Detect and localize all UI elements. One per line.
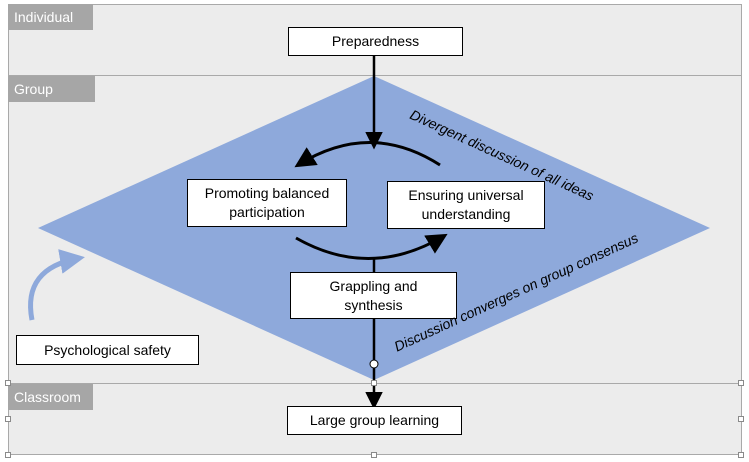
cycle-arrow-top xyxy=(294,141,441,168)
connector-dot xyxy=(369,359,379,369)
individual-label: Individual xyxy=(8,4,93,30)
classroom-label: Classroom xyxy=(8,384,93,410)
resize-handle-bm[interactable] xyxy=(371,452,377,458)
resize-handle-ml[interactable] xyxy=(5,416,11,422)
safety-arrow xyxy=(28,249,85,321)
cycle-arrow-bottom xyxy=(295,233,448,260)
psychological-safety-box: Psychological safety xyxy=(16,335,199,365)
resize-handle-tl[interactable] xyxy=(5,380,11,386)
process-diamond xyxy=(38,76,710,380)
resize-handle-mr[interactable] xyxy=(738,416,744,422)
balanced-participation-box: Promoting balanced participation xyxy=(187,179,347,227)
resize-handle-tm[interactable] xyxy=(371,380,377,386)
resize-handle-tr[interactable] xyxy=(738,380,744,386)
resize-handle-bl[interactable] xyxy=(5,452,11,458)
group-label: Group xyxy=(8,76,95,102)
preparedness-box: Preparedness xyxy=(288,27,463,56)
large-group-learning-box: Large group learning xyxy=(287,406,462,435)
grappling-synthesis-box: Grappling and synthesis xyxy=(290,272,457,319)
universal-understanding-box: Ensuring universal understanding xyxy=(387,181,545,229)
resize-handle-br[interactable] xyxy=(738,452,744,458)
